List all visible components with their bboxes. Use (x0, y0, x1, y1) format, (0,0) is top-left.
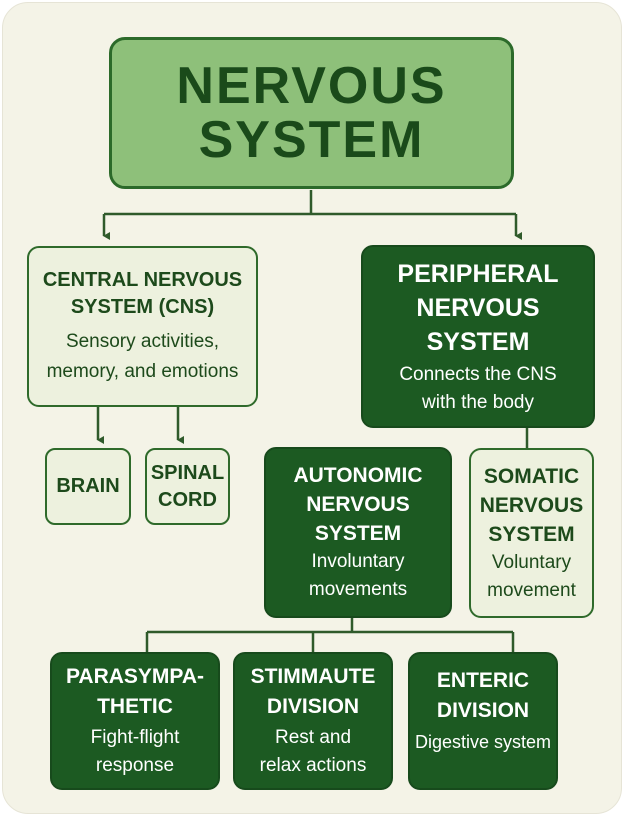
pns-desc-line2: with the body (422, 391, 534, 413)
somatic-title-line1: SOMATIC (483, 464, 580, 488)
stimmaute-title-line1: STIMMAUTE (250, 665, 376, 688)
cns-desc-line2: memory, and emotions (46, 360, 239, 382)
stimmaute-desc-line2: relax actions (259, 755, 367, 776)
node-spinal-cord: SPINAL CORD (145, 448, 230, 525)
parasympathetic-desc-line2: response (95, 755, 175, 776)
parasympathetic-title-line2: THETIC (97, 695, 173, 718)
enteric-desc-line1: Digestive system (414, 732, 552, 752)
brain-label: BRAIN (56, 475, 120, 497)
stimmaute-desc-line1: Rest and (274, 727, 352, 748)
pns-title-line3: SYSTEM (426, 327, 530, 356)
cns-title-line2: SYSTEM (CNS) (70, 295, 215, 318)
root-title-line2: SYSTEM (198, 111, 425, 169)
cns-desc-line1: Sensory activities, (65, 330, 220, 352)
stimmaute-title-line2: DIVISION (266, 695, 360, 718)
somatic-title-line3: SYSTEM (488, 522, 575, 546)
parasympathetic-title-line1: PARASYMPA- (65, 665, 205, 688)
pns-title-line2: NERVOUS (416, 293, 540, 322)
spinal-cord-line1: SPINAL (150, 461, 225, 484)
autonomic-desc-line1: Involuntary (311, 551, 405, 572)
autonomic-title-line2: NERVOUS (306, 493, 410, 516)
node-parasympathetic: PARASYMPA- THETIC Fight-flight response (50, 652, 220, 790)
pns-desc-line1: Connects the CNS (399, 363, 557, 385)
enteric-title-line1: ENTERIC (436, 669, 530, 692)
node-peripheral-nervous-system: PERIPHERAL NERVOUS SYSTEM Connects the C… (361, 245, 595, 428)
node-autonomic-nervous-system: AUTONOMIC NERVOUS SYSTEM Involuntary mov… (264, 447, 452, 618)
somatic-title-line2: NERVOUS (479, 493, 584, 517)
autonomic-desc-line2: movements (308, 579, 408, 600)
pns-title-line1: PERIPHERAL (397, 259, 559, 288)
spinal-cord-line2: CORD (158, 488, 217, 511)
enteric-title-line2: DIVISION (436, 699, 530, 722)
somatic-desc-line2: movement (487, 579, 576, 601)
root-node-nervous-system: NERVOUS SYSTEM (109, 37, 514, 189)
somatic-desc-line1: Voluntary (491, 551, 572, 573)
node-brain: BRAIN (45, 448, 131, 525)
node-somatic-nervous-system: SOMATIC NERVOUS SYSTEM Voluntary movemen… (469, 448, 594, 618)
node-stimmaute-division: STIMMAUTE DIVISION Rest and relax action… (233, 652, 393, 790)
autonomic-title-line1: AUTONOMIC (293, 464, 423, 487)
autonomic-title-line3: SYSTEM (314, 522, 402, 545)
node-central-nervous-system: CENTRAL NERVOUS SYSTEM (CNS) Sensory act… (27, 246, 258, 407)
root-title-line1: NERVOUS (176, 57, 447, 115)
node-enteric-division: ENTERIC DIVISION Digestive system (408, 652, 558, 790)
parasympathetic-desc-line1: Fight-flight (90, 727, 180, 748)
cns-title-line1: CENTRAL NERVOUS (42, 268, 243, 291)
